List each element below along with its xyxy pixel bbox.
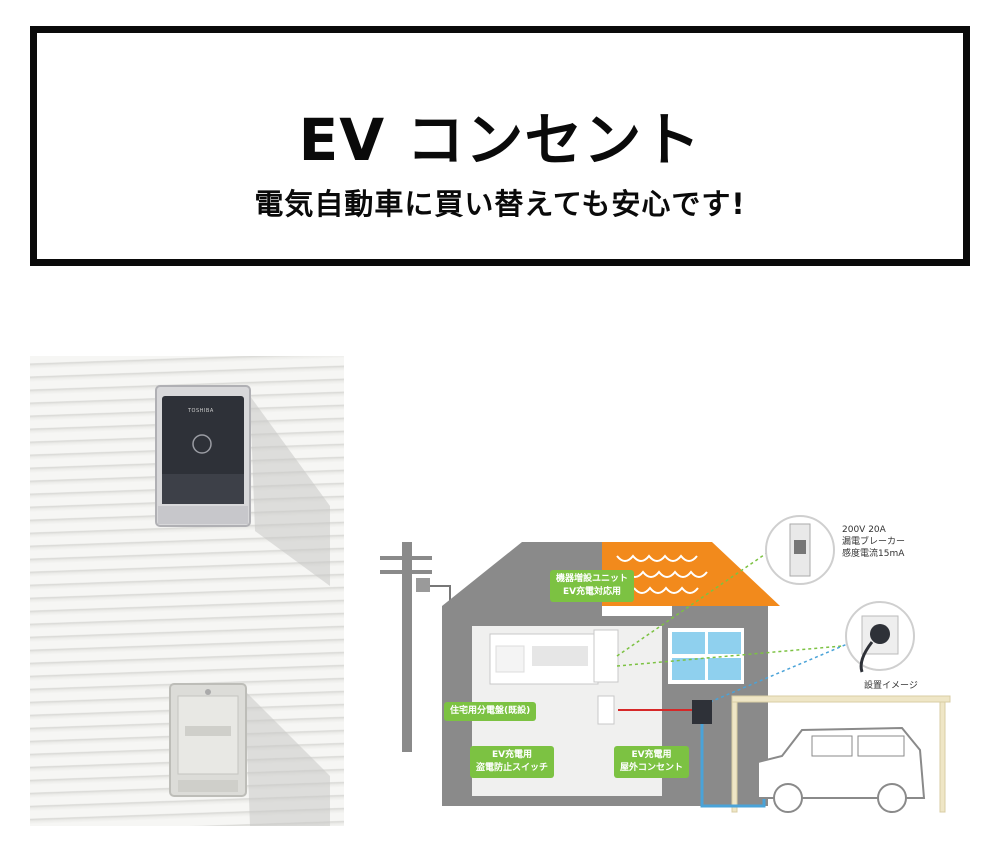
breaker-spec-line3: 感度電流15mA: [842, 549, 905, 559]
expansion-unit: [593, 629, 619, 683]
callout-expansion-unit-line1: 機器増設ユニット: [556, 574, 629, 584]
callout-outdoor-outlet: EV充電用 屋外コンセント: [614, 746, 690, 778]
outdoor-outlet: [692, 700, 712, 724]
callout-outlet-line1: EV充電用: [631, 750, 672, 760]
utility-pole: [402, 542, 412, 752]
electric-car: [757, 726, 926, 813]
callout-switch-line2: 盗電防止スイッチ: [476, 763, 549, 773]
anti-theft-switch: [597, 695, 615, 725]
callout-anti-theft-switch: EV充電用 盗電防止スイッチ: [470, 746, 555, 778]
callout-outlet-line2: 屋外コンセント: [620, 763, 684, 773]
page-subtitle: 電気自動車に買い替えても安心です!: [254, 187, 746, 221]
breaker-spec: 200V 20A 漏電ブレーカー 感度電流15mA: [842, 524, 905, 560]
callout-distribution-panel: 住宅用分電盤(既設): [444, 702, 537, 721]
title-box: EV コンセント 電気自動車に買い替えても安心です!: [30, 26, 970, 266]
callout-switch-line1: EV充電用: [491, 750, 533, 760]
callout-expansion-unit: 機器増設ユニット EV充電対応用: [550, 570, 635, 602]
outlet-photo-drawing: [155, 385, 330, 826]
breaker-spec-line2: 漏電ブレーカー: [842, 537, 906, 547]
ev-wiring-diagram: 機器増設ユニット EV充電対応用 住宅用分電盤(既設) EV充電用 盗電防止スイ…: [372, 506, 956, 826]
outlet-brand-label: TOSHIBA: [188, 408, 214, 414]
breaker-spec-line1: 200V 20A: [842, 525, 886, 535]
callout-expansion-unit-line2: EV充電対応用: [562, 587, 622, 597]
page-title: EV コンセント: [298, 106, 702, 174]
install-image-caption: 設置イメージ: [864, 681, 918, 691]
outlet-photo: TOSHIBA: [30, 356, 344, 826]
